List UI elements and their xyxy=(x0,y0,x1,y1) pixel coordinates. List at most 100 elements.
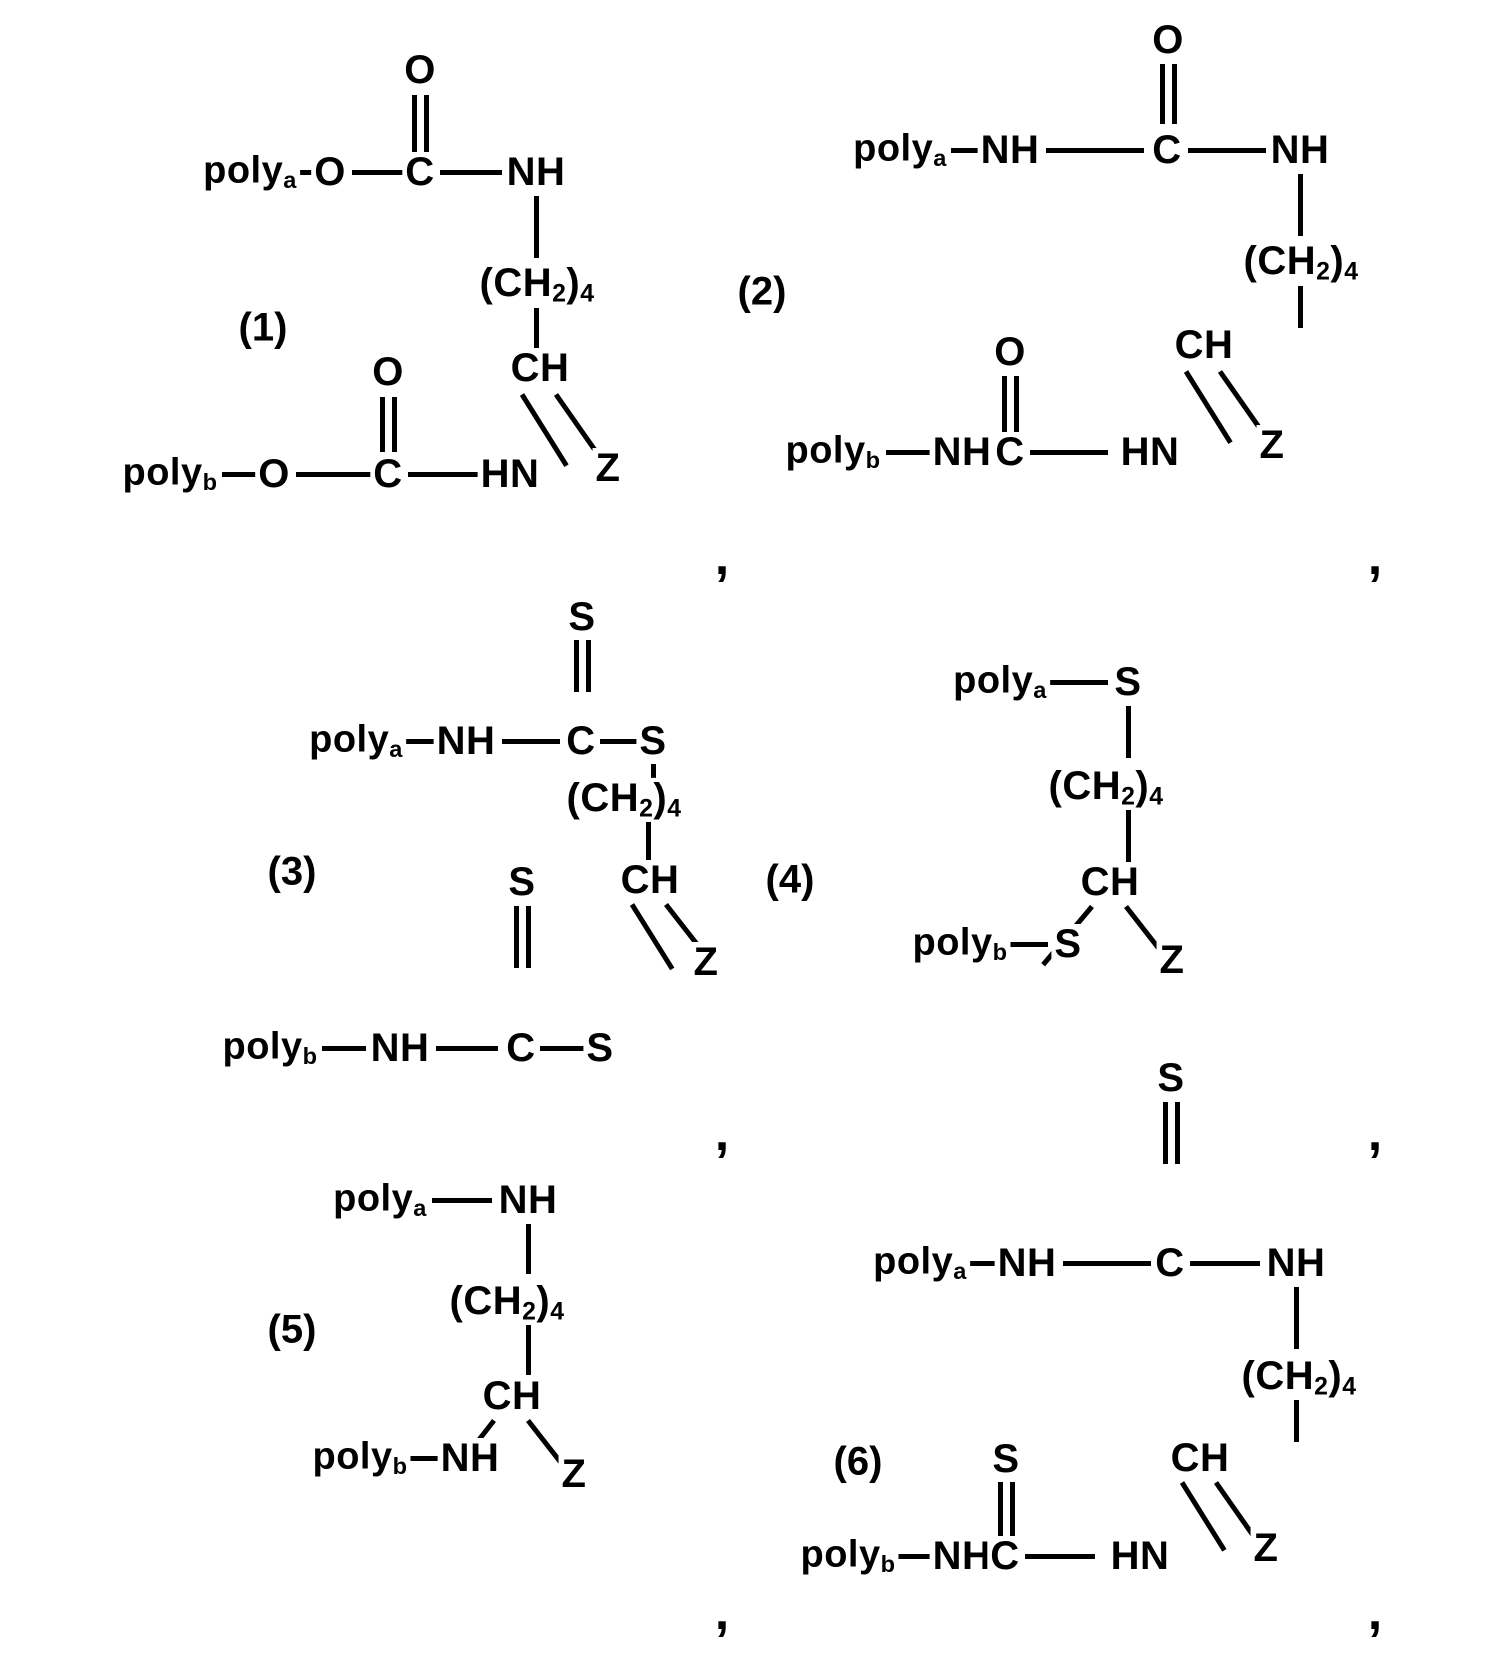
thiourea-nh-left-6: NH xyxy=(994,1243,1060,1283)
substituent-z-6: Z xyxy=(1250,1528,1282,1568)
double-bond-right-top-2 xyxy=(1172,64,1177,124)
poly-b-label-2: polyb xyxy=(782,431,884,473)
bond-polya-nh-3 xyxy=(406,739,436,744)
bond-polyb-s-4 xyxy=(1010,942,1048,947)
separator-comma-2: , xyxy=(1367,528,1383,586)
double-bond-left-bottom-2 xyxy=(1002,376,1007,436)
double-bond-left-top-3 xyxy=(574,640,579,692)
thiocarbonyl-carbon-bottom-3: C xyxy=(503,1028,539,1068)
bond-polyb-nh-6 xyxy=(898,1554,930,1559)
poly-a-label-6: polya xyxy=(870,1242,970,1284)
bond-nh-chain-2 xyxy=(1298,174,1303,236)
bond-polyb-o-1 xyxy=(222,472,268,477)
separator-comma-3: , xyxy=(714,1104,730,1162)
bond-nh-chain-6 xyxy=(1294,1287,1299,1349)
amide-nh-top-1: NH xyxy=(503,152,569,192)
bond-nh-chain-5 xyxy=(526,1224,531,1274)
poly-a-label-5: polya xyxy=(330,1179,430,1221)
poly-b-label-3: polyb xyxy=(219,1027,321,1069)
double-bond-right-bottom-3 xyxy=(526,906,531,968)
bond-chain-ch-3 xyxy=(646,822,651,862)
methylene-spacer-1: (CH2)4 xyxy=(476,262,598,308)
ester-oxygen-bottom-1: O xyxy=(255,454,293,494)
carbonyl-carbon-bottom-2: C xyxy=(992,432,1028,472)
methine-carbon-2: CH xyxy=(1171,325,1237,365)
structure-index-2: (2) xyxy=(737,269,787,314)
carbonyl-carbon-bottom-1: C xyxy=(370,454,406,494)
substituent-z-5: Z xyxy=(558,1454,590,1494)
structure-index-3: (3) xyxy=(267,849,317,894)
bond-polyb-nh-3 xyxy=(322,1046,366,1051)
thiocarbonyl-sulfur-bottom-3: S xyxy=(505,862,539,902)
thioether-sulfur-top-4: S xyxy=(1111,662,1145,702)
bond-polya-nh-5 xyxy=(432,1198,492,1203)
poly-b-label-6: polyb xyxy=(797,1535,899,1577)
urea-nh-left-2: NH xyxy=(977,130,1043,170)
thiocarbonyl-sulfur-bottom-6: S xyxy=(989,1439,1023,1479)
methine-carbon-6: CH xyxy=(1167,1438,1233,1478)
double-bond-left-bottom-3 xyxy=(514,906,519,968)
amine-nh-top-5: NH xyxy=(495,1180,561,1220)
thiourea-nh-right-6: NH xyxy=(1263,1243,1329,1283)
bond-nh-c-top-3 xyxy=(502,739,560,744)
separator-comma-6: , xyxy=(1367,1583,1383,1641)
bond-chain-ch-2 xyxy=(1298,286,1303,328)
thioether-sulfur-bottom-4: S xyxy=(1051,924,1085,964)
thiourea-hn-right-bottom-6: HN xyxy=(1107,1536,1173,1576)
double-bond-left-top-2 xyxy=(1160,64,1165,124)
thiocarbonyl-carbon-top-3: C xyxy=(563,721,599,761)
double-bond-left-bottom-1 xyxy=(380,397,385,452)
bond-o-c-top-1 xyxy=(352,170,408,175)
poly-a-label-1: polya xyxy=(200,151,300,193)
thiocarbonyl-carbon-bottom-6: C xyxy=(987,1536,1023,1576)
amide-hn-bottom-1: HN xyxy=(477,454,543,494)
methylene-spacer-3: (CH2)4 xyxy=(563,777,685,823)
poly-a-label-3: polya xyxy=(306,720,406,762)
carbonyl-carbon-top-2: C xyxy=(1149,130,1185,170)
thiocarbonyl-sulfur-top-3: S xyxy=(565,597,599,637)
amine-nh-top-3: NH xyxy=(433,721,499,761)
double-bond-left-top-6 xyxy=(1163,1102,1168,1164)
bond-polya-s-4 xyxy=(1048,680,1108,685)
bond-chain-ch-1 xyxy=(534,308,539,350)
methine-carbon-4: CH xyxy=(1077,862,1143,902)
separator-comma-4: , xyxy=(1367,1104,1383,1162)
amine-nh-bottom-3: NH xyxy=(367,1028,433,1068)
poly-a-label-2: polya xyxy=(850,129,950,171)
bond-chain-ch-5 xyxy=(526,1325,531,1375)
carbonyl-carbon-top-1: C xyxy=(402,152,438,192)
thioester-sulfur-top-3: S xyxy=(636,721,670,761)
bond-chain-ch-6 xyxy=(1294,1400,1299,1442)
bond-polyb-nh-2 xyxy=(886,450,930,455)
substituent-z-1: Z xyxy=(592,448,624,488)
carbonyl-oxygen-top-1: O xyxy=(401,50,439,90)
bond-ch-s-3 xyxy=(629,903,675,971)
bond-o-c-bottom-1 xyxy=(296,472,372,477)
bond-nh-chain-1 xyxy=(534,196,539,258)
amine-nh-bottom-5: NH xyxy=(437,1438,503,1478)
bond-nh-c-top-6 xyxy=(1063,1261,1151,1266)
urea-nh-right-2: NH xyxy=(1267,130,1333,170)
double-bond-right-bottom-1 xyxy=(392,397,397,452)
methylene-spacer-6: (CH2)4 xyxy=(1238,1355,1360,1401)
thioester-sulfur-bottom-3: S xyxy=(583,1028,617,1068)
bond-c-s-top-3 xyxy=(600,739,640,744)
bond-c-nh-top-1 xyxy=(440,170,502,175)
bond-c-s-bottom-3 xyxy=(540,1046,586,1051)
methylene-spacer-5: (CH2)4 xyxy=(446,1280,568,1326)
structure-index-6: (6) xyxy=(833,1439,883,1484)
bond-nh-c-top-2 xyxy=(1046,148,1144,153)
poly-b-label-1: polyb xyxy=(119,453,221,495)
methine-carbon-5: CH xyxy=(479,1376,545,1416)
bond-chain-ch-4 xyxy=(1126,810,1131,862)
structure-index-4: (4) xyxy=(765,857,815,902)
bond-c-nh-top-2 xyxy=(1188,148,1266,153)
methine-carbon-1: CH xyxy=(507,348,573,388)
bond-nh-c-bottom-3 xyxy=(436,1046,498,1051)
bond-polya-nh-6 xyxy=(969,1261,995,1266)
double-bond-right-bottom-6 xyxy=(1010,1482,1015,1544)
substituent-z-4: Z xyxy=(1156,940,1188,980)
carbonyl-oxygen-bottom-2: O xyxy=(991,332,1029,372)
urea-nh-left-bottom-2: NH xyxy=(929,432,995,472)
thiocarbonyl-sulfur-top-6: S xyxy=(1154,1058,1188,1098)
